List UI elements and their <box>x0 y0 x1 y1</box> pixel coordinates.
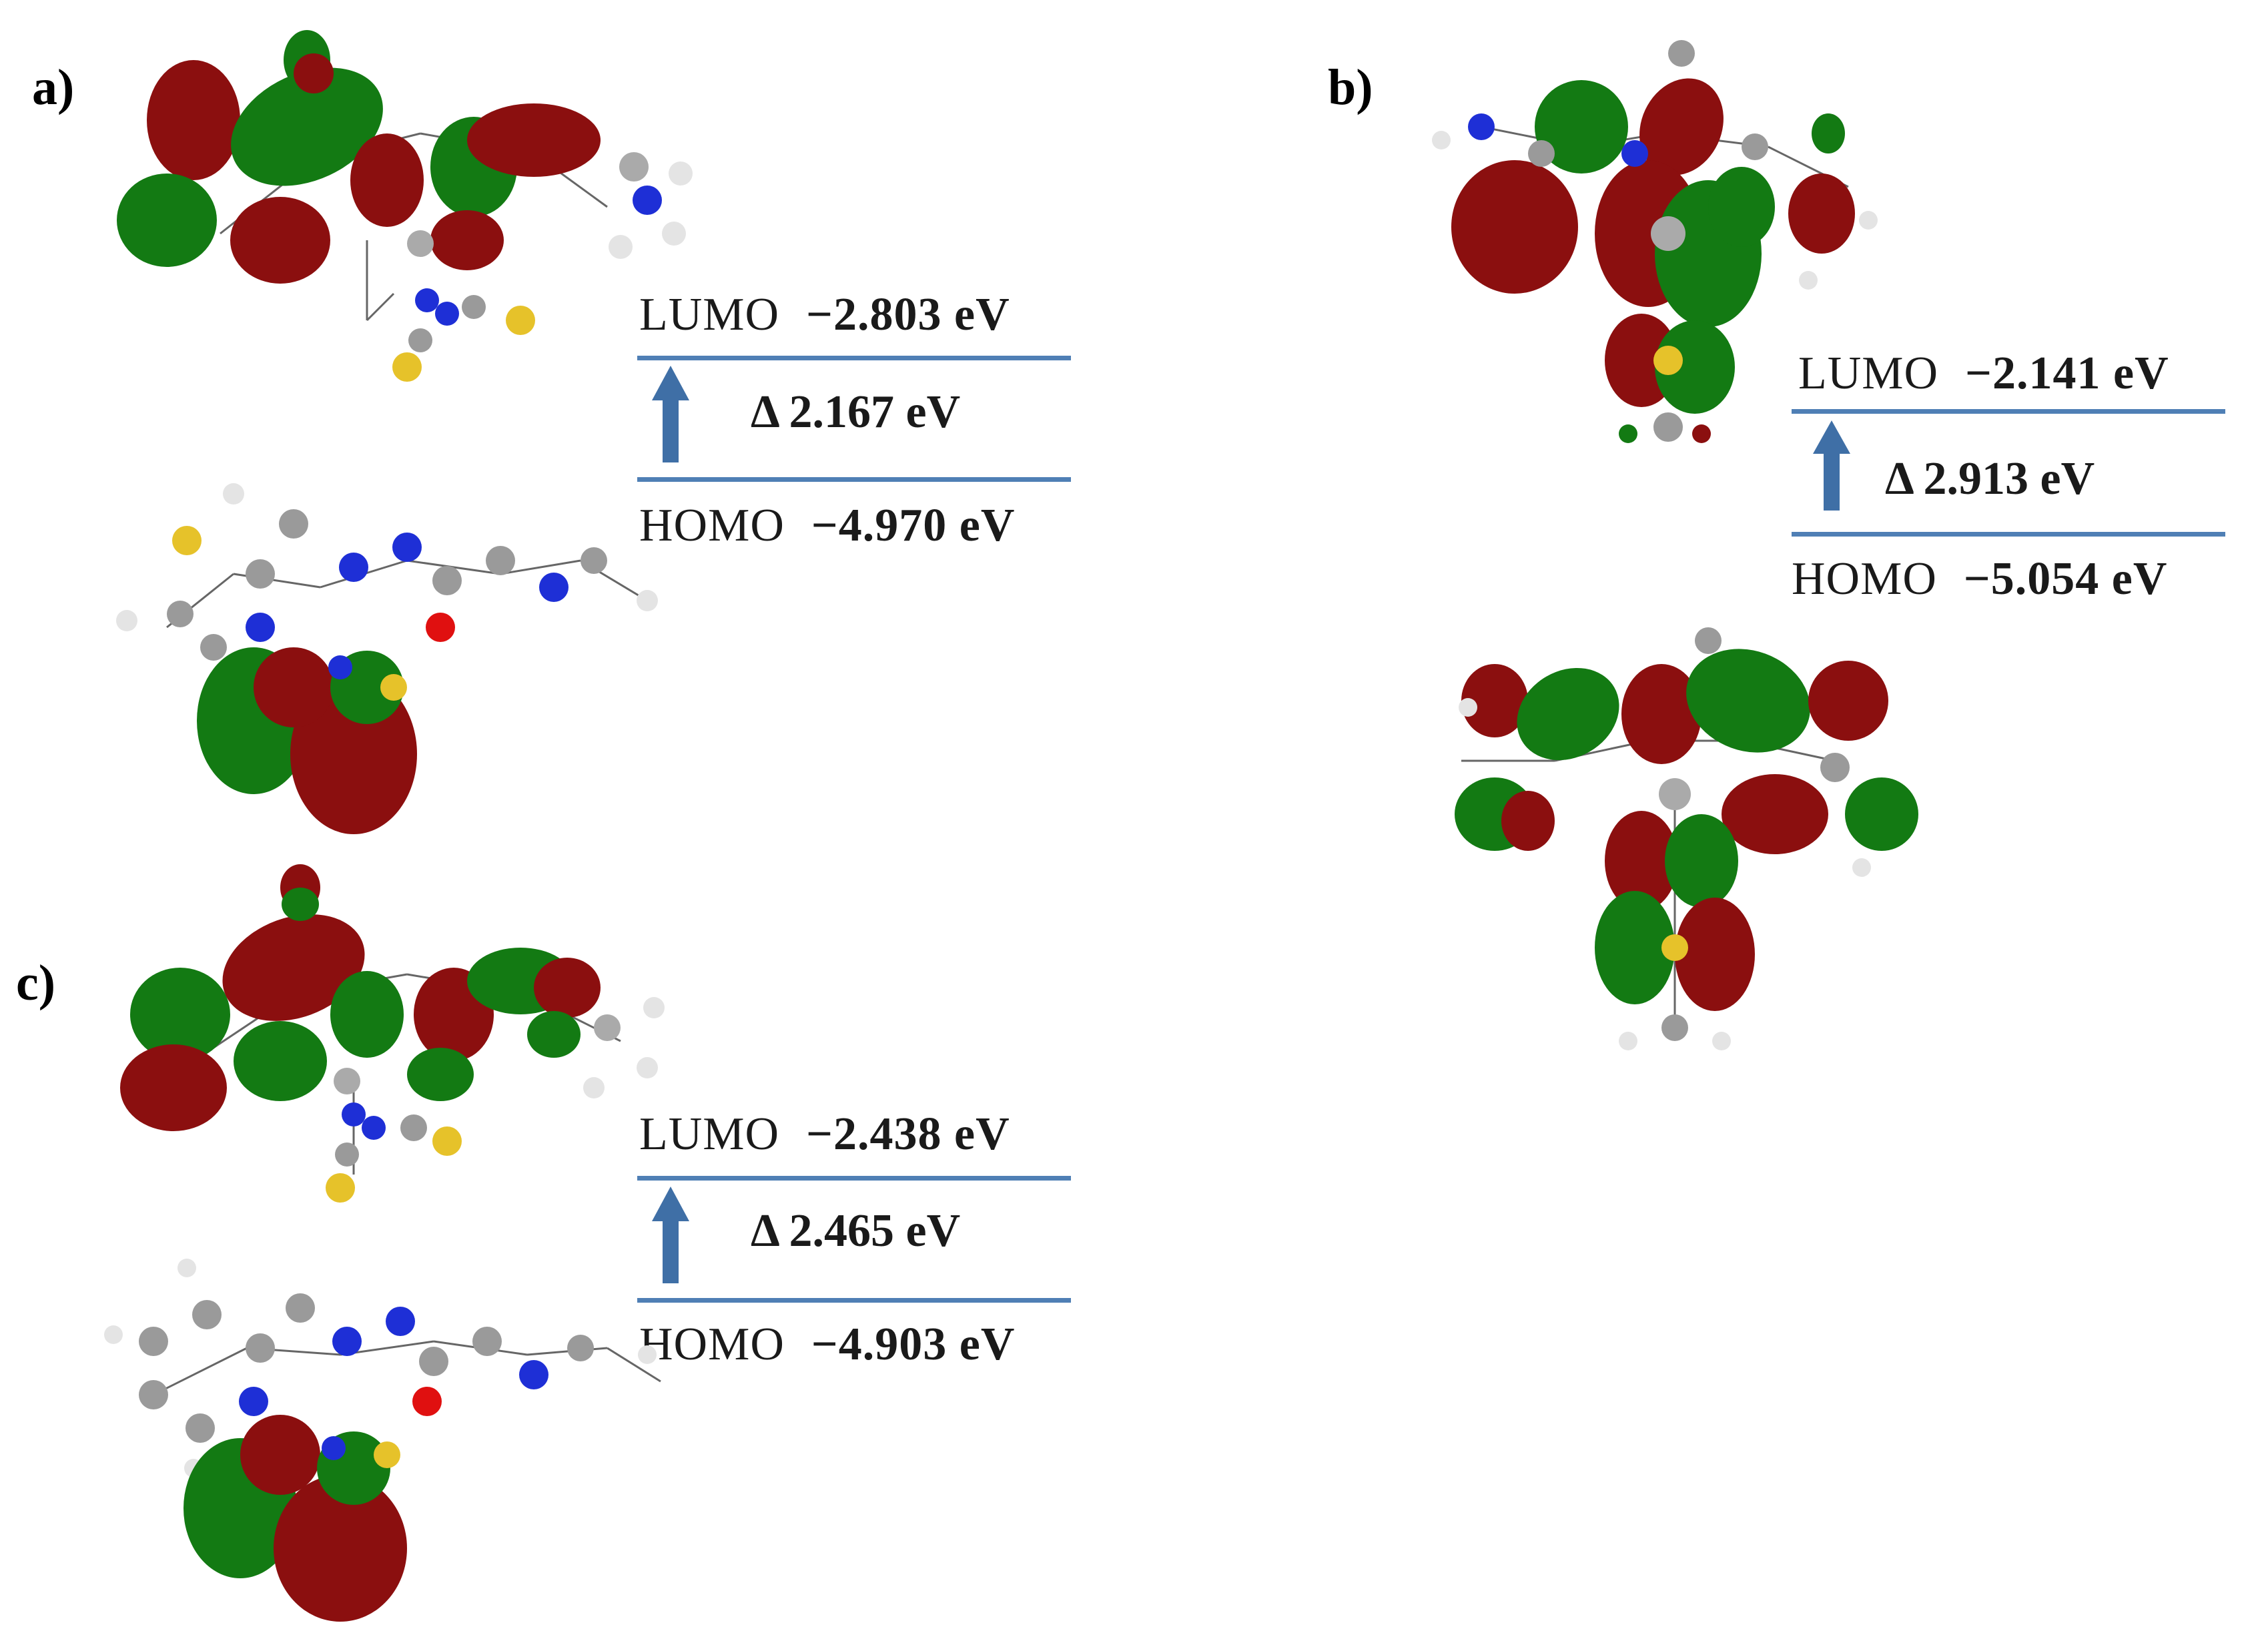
homo-value: −5.054 eV <box>1963 553 2168 605</box>
lumo-label: LUMO <box>639 1108 780 1160</box>
homo-label: HOMO <box>639 1319 785 1370</box>
panel-a-lumo-label: LUMO −2.803 eV <box>639 288 1010 342</box>
panel-a-homo-level-line <box>637 477 1071 482</box>
panel-b-letter: b) <box>1328 59 1373 115</box>
panel-a-letter: a) <box>32 59 75 115</box>
panel-a-lumo-level-line <box>637 356 1071 360</box>
panel-a-lumo-orbital-image <box>117 30 693 382</box>
homo-value: −4.903 eV <box>811 1319 1016 1370</box>
panel-a-up-arrow-icon <box>652 366 689 462</box>
lumo-value: −2.438 eV <box>806 1108 1010 1160</box>
lumo-value: −2.803 eV <box>806 289 1010 340</box>
panel-c-homo-level-line <box>637 1298 1071 1303</box>
panel-c-homo-orbital-image <box>104 1259 661 1622</box>
panel-c-lumo-level-line <box>637 1176 1071 1181</box>
homo-value: −4.970 eV <box>811 500 1016 551</box>
panel-b-homo-orbital-image <box>1455 627 1918 1050</box>
panel-b-lumo-label: LUMO −2.141 eV <box>1798 347 2169 400</box>
panel-c-lumo-orbital-image <box>120 864 665 1203</box>
panel-c-homo-label: HOMO −4.903 eV <box>639 1318 1015 1371</box>
panel-c-letter: c) <box>16 955 56 1011</box>
panel-b-up-arrow-icon <box>1813 420 1850 511</box>
lumo-value: −2.141 eV <box>1965 348 2169 399</box>
lumo-label: LUMO <box>639 289 780 340</box>
panel-c-up-arrow-icon <box>652 1187 689 1283</box>
panel-b-gap-value: Δ 2.913 eV <box>1885 453 2095 505</box>
panel-c-gap-value: Δ 2.465 eV <box>751 1205 961 1257</box>
panel-b-homo-label: HOMO −5.054 eV <box>1792 553 2167 606</box>
homo-label: HOMO <box>1792 553 1937 605</box>
panel-a-homo-label: HOMO −4.970 eV <box>639 499 1015 553</box>
panel-c-lumo-label: LUMO −2.438 eV <box>639 1108 1010 1161</box>
panel-b-lumo-level-line <box>1792 409 2225 414</box>
panel-b-lumo-orbital-image <box>1432 40 1878 443</box>
lumo-label: LUMO <box>1798 348 1939 399</box>
panel-a-gap-value: Δ 2.167 eV <box>751 386 961 438</box>
panel-b-homo-level-line <box>1792 532 2225 537</box>
panel-a-homo-orbital-image <box>116 483 658 834</box>
homo-label: HOMO <box>639 500 785 551</box>
